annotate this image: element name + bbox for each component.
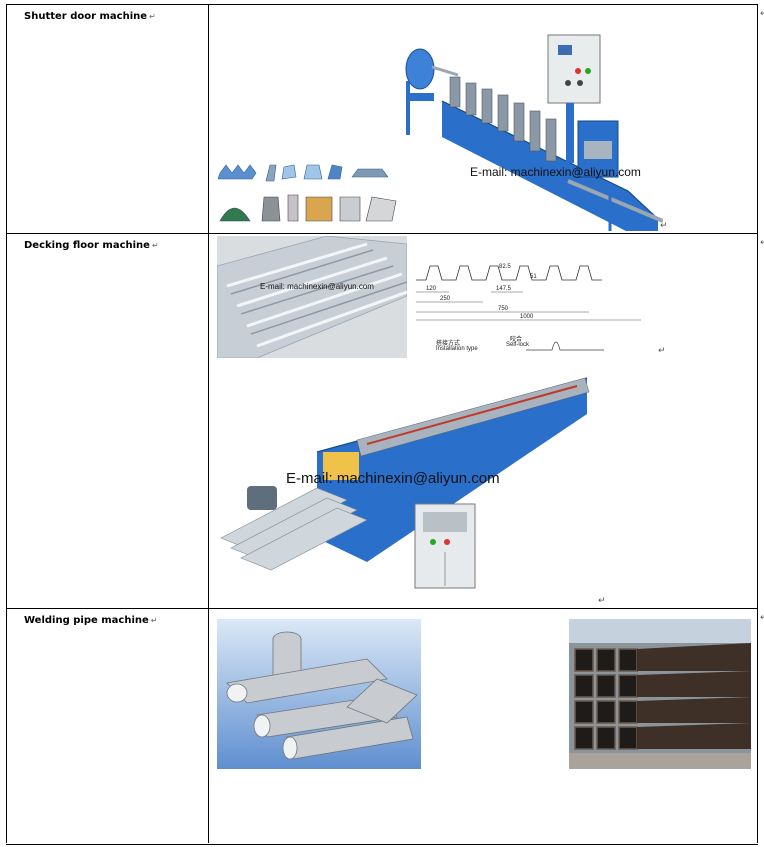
row-label: Decking floor machine↵	[24, 240, 159, 251]
decking-sheets-image	[217, 236, 407, 358]
self-lock-cn: 咬合	[510, 337, 523, 343]
dim-label: 82.5	[499, 264, 511, 270]
self-lock-en: Self-lock	[506, 342, 530, 348]
column-divider	[208, 4, 209, 843]
self-lock-sketch	[526, 341, 604, 351]
table-left-border	[6, 4, 7, 843]
document-table: Shutter door machine↵	[6, 4, 764, 845]
paragraph-mark: ↵	[658, 346, 666, 356]
row-label: Shutter door machine↵	[24, 11, 156, 22]
watermark-email-large: E-mail: machinexin@aliyun.com	[286, 470, 500, 487]
row-end-mark: ↵	[760, 613, 764, 623]
square-pipes-image	[569, 619, 751, 769]
table-right-border	[757, 4, 758, 843]
paragraph-mark: ↵	[660, 221, 668, 231]
shutter-door-machine-image	[405, 34, 663, 231]
row-end-mark: ↵	[760, 9, 764, 19]
dim-label: 1000	[520, 314, 534, 320]
table-row-shutter: Shutter door machine↵	[6, 4, 764, 234]
dim-label: 120	[426, 286, 437, 292]
row-end-mark: ↵	[760, 238, 764, 248]
table-row-decking: Decking floor machine↵ E-mail: machinexi…	[6, 233, 764, 609]
decking-profile-drawing	[416, 265, 641, 321]
decking-floor-machine-image	[220, 377, 590, 589]
dim-label: 51	[530, 274, 537, 280]
dim-label: 147.5	[496, 286, 512, 292]
oval-pipes-image	[217, 619, 421, 769]
shutter-profile-samples-image	[218, 164, 397, 222]
dim-label: 750	[498, 306, 509, 312]
paragraph-mark: ↵	[598, 596, 606, 606]
table-row-welding: Welding pipe machine↵	[6, 608, 764, 845]
watermark-email: E-mail: machinexin@aliyun.com	[470, 165, 641, 179]
row-label: Welding pipe machine↵	[24, 615, 158, 626]
install-type-en: Installation type	[436, 346, 478, 352]
install-type-cn: 搭接方式	[436, 341, 461, 347]
dim-label: 250	[440, 296, 451, 302]
watermark-email-small: E-mail: machinexin@aliyun.com	[260, 282, 374, 291]
